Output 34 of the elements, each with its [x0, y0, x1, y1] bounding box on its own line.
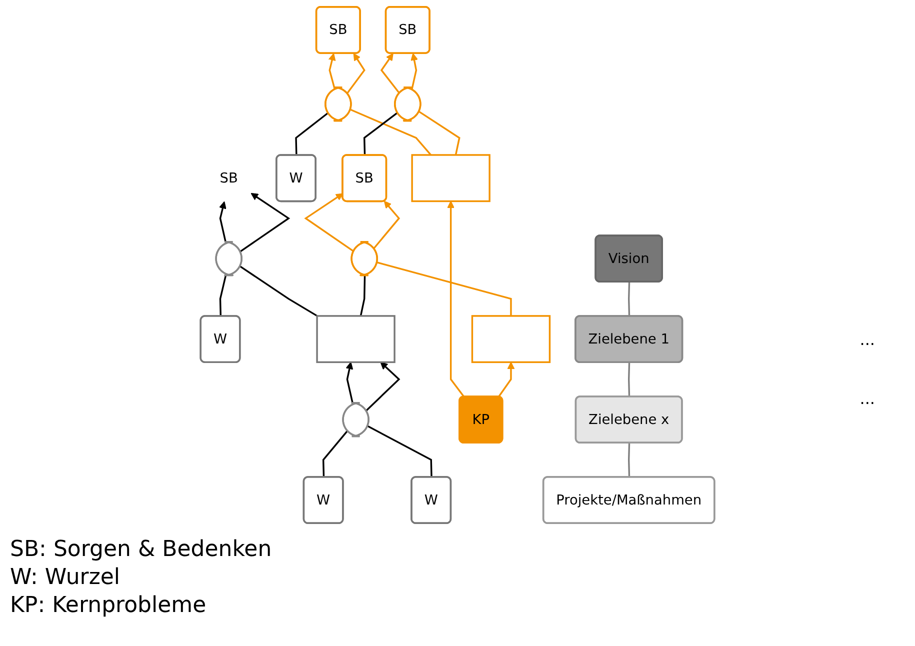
legend-text: KP: Kernprobleme [10, 592, 208, 620]
connector [628, 282, 630, 316]
arrow [304, 193, 354, 252]
node-box [411, 154, 490, 202]
arrow [380, 53, 400, 94]
connector [363, 112, 398, 156]
ellipsis-text: ... [860, 389, 875, 408]
connector [628, 362, 630, 397]
connector [295, 112, 329, 156]
connector [240, 266, 318, 317]
arrow [447, 200, 465, 398]
node-text: SB [220, 170, 238, 186]
connector [376, 262, 512, 316]
arrow [219, 201, 227, 242]
node-box [316, 315, 396, 364]
legend-text: W: Wurzel [10, 564, 122, 592]
arrow [498, 362, 515, 398]
ellipsis-text: ... [860, 330, 875, 349]
arrow [240, 192, 290, 252]
connector [628, 443, 630, 478]
connector [360, 276, 366, 316]
node-box [471, 315, 551, 364]
connector [367, 425, 432, 478]
connector [219, 276, 227, 316]
arrow [373, 200, 400, 250]
arrow [410, 53, 418, 90]
arrow [346, 53, 366, 94]
connector [418, 111, 460, 156]
connector [322, 430, 348, 478]
connector [350, 108, 432, 156]
legend-text: SB: Sorgen & Bedenken [10, 536, 272, 564]
arrow [328, 53, 336, 90]
arrow [346, 362, 354, 404]
arrow [366, 362, 400, 412]
